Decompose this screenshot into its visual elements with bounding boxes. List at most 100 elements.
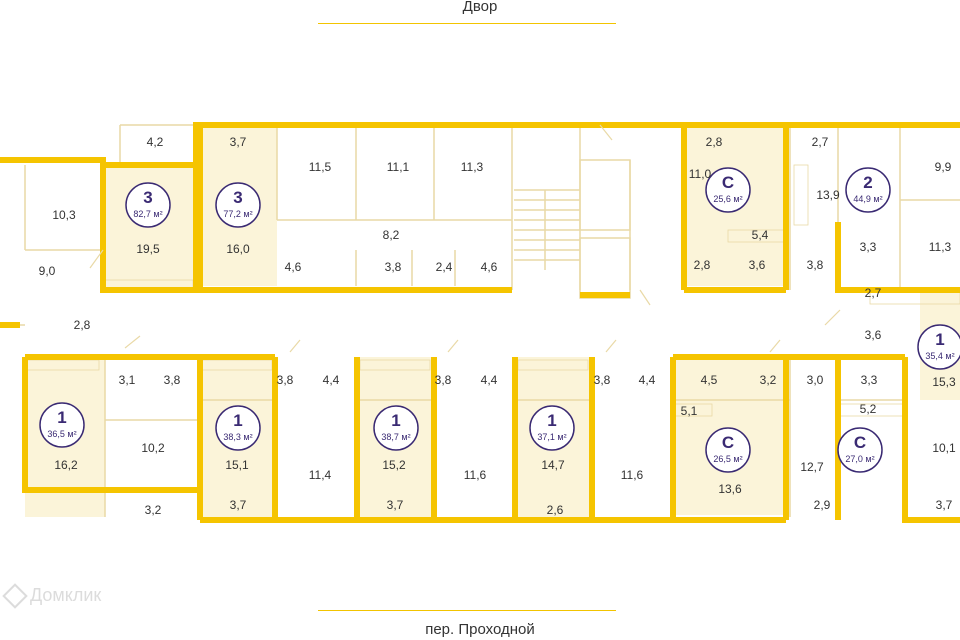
unit-badge-circle <box>373 405 419 451</box>
unit-room-count: 1 <box>391 411 400 430</box>
unit-badge-1: 377,2 м² <box>215 182 261 228</box>
unit-total-area: 77,2 м² <box>223 209 252 219</box>
room-area-label: 4,6 <box>481 260 498 274</box>
room-area-label: 3,8 <box>277 373 294 387</box>
room-area-label: 13,6 <box>718 482 742 496</box>
street-label-top: Двор <box>462 0 498 15</box>
room-area-label: 8,2 <box>383 228 400 242</box>
street-line-bottom <box>318 610 616 611</box>
room-area-label: 12,7 <box>800 460 824 474</box>
room-area-label: 4,4 <box>323 373 340 387</box>
room-area-label: 2,6 <box>547 503 564 517</box>
room-area-label: 11,5 <box>309 160 332 174</box>
room-area-label: 4,5 <box>701 373 718 387</box>
unit-room-count: С <box>722 173 734 192</box>
unit-badge-7: 1 38,7 м² <box>373 405 419 451</box>
room-area-label: 2,8 <box>74 318 91 332</box>
room-area-label: 3,8 <box>435 373 452 387</box>
unit-room-count: 1 <box>57 408 66 427</box>
unit-badge-9: С 26,5 м² <box>705 427 751 473</box>
room-area-label: 3,3 <box>860 240 877 254</box>
unit-total-area: 82,7 м² <box>133 209 162 219</box>
room-area-label: 9,0 <box>39 264 56 278</box>
room-area-label: 11,6 <box>464 468 487 482</box>
unit-badge-circle <box>845 167 891 213</box>
room-area-label: 3,2 <box>145 503 162 517</box>
room-area-label: 16,0 <box>226 242 250 256</box>
unit-badge-circle <box>705 427 751 473</box>
street-line-top <box>318 23 616 24</box>
room-area-label: 3,2 <box>760 373 777 387</box>
room-area-label: 19,5 <box>136 242 160 256</box>
street-label-bottom: пер. Проходной <box>425 621 535 638</box>
room-area-label: 15,3 <box>932 375 956 389</box>
room-area-label: 11,6 <box>621 468 644 482</box>
room-area-label: 9,9 <box>935 160 952 174</box>
unit-badge-circle <box>39 402 85 448</box>
room-area-label: 3,0 <box>807 373 824 387</box>
unit-badge-circle <box>215 405 261 451</box>
unit-badge-8: 1 37,1 м² <box>529 405 575 451</box>
unit-badge-5: 1 36,5 м² <box>39 402 85 448</box>
room-area-label: 15,2 <box>382 458 406 472</box>
room-area-label: 5,2 <box>860 402 877 416</box>
room-area-label: 3,7 <box>936 498 953 512</box>
unit-badge-4: 135,4 м² <box>917 324 960 370</box>
room-area-label: 2,7 <box>865 286 882 300</box>
unit-badge-2: С 25,6 м² <box>705 167 751 213</box>
stair-lift-core <box>514 159 631 299</box>
room-area-label: 2,8 <box>706 135 723 149</box>
unit-badge-circle <box>215 182 261 228</box>
room-area-label: 5,4 <box>752 228 769 242</box>
room-area-label: 4,2 <box>147 135 164 149</box>
unit-total-area: 37,1 м² <box>537 432 566 442</box>
room-area-label: 10,1 <box>932 441 956 455</box>
unit-badge-6: 1 38,3 м² <box>215 405 261 451</box>
room-area-label: 3,6 <box>749 258 766 272</box>
room-area-label: 2,9 <box>814 498 831 512</box>
room-area-label: 14,7 <box>541 458 565 472</box>
room-area-label: 3,8 <box>807 258 824 272</box>
unit-badge-10: С 27,0 м² <box>837 427 883 473</box>
room-area-label: 11,4 <box>309 468 332 482</box>
unit-total-area: 25,6 м² <box>713 194 742 204</box>
door-swings <box>89 124 841 353</box>
unit-room-count: С <box>854 433 866 452</box>
unit-room-count: 3 <box>143 188 152 207</box>
room-area-label: 3,3 <box>861 373 878 387</box>
unit-fills <box>25 128 960 517</box>
watermark-text: Домклик <box>30 585 102 605</box>
unit-badge-circle <box>125 182 171 228</box>
room-area-label: 3,8 <box>594 373 611 387</box>
structural-walls <box>0 122 960 523</box>
unit-room-count: 2 <box>863 173 872 192</box>
unit-badge-3: 2 44,9 м² <box>845 167 891 213</box>
room-area-label: 3,8 <box>385 260 402 274</box>
unit-total-area: 44,9 м² <box>853 194 882 204</box>
unit-total-area: 26,5 м² <box>713 454 742 464</box>
unit-badges: 3 82,7 м² 377,2 м² С 25,6 м² 2 44,9 м² 135,4 м²… <box>39 167 960 473</box>
room-area-label: 4,6 <box>285 260 302 274</box>
room-area-label: 10,3 <box>52 208 76 222</box>
unit-room-count: 1 <box>547 411 556 430</box>
room-area-label: 11,0 <box>689 167 712 181</box>
tiles-9 <box>793 164 809 226</box>
unit-room-count: С <box>722 433 734 452</box>
room-area-label: 16,2 <box>54 458 78 472</box>
room-area-label: 3,7 <box>387 498 404 512</box>
room-area-label: 3,8 <box>164 373 181 387</box>
unit-badge-circle <box>837 427 883 473</box>
unit-total-area: 27,0 м² <box>845 454 874 464</box>
unit-total-area: 38,7 м² <box>381 432 410 442</box>
room-area-label: 10,2 <box>141 441 165 455</box>
unit-total-area: 38,3 м² <box>223 432 252 442</box>
unit-badge-circle <box>917 324 960 370</box>
room-area-label: 5,1 <box>681 404 698 418</box>
room-area-label: 3,7 <box>230 135 247 149</box>
room-area-label: 11,3 <box>929 240 952 254</box>
room-area-label: 3,6 <box>865 328 882 342</box>
unit-total-area: 36,5 м² <box>47 429 76 439</box>
unit-room-count: 1 <box>233 411 242 430</box>
